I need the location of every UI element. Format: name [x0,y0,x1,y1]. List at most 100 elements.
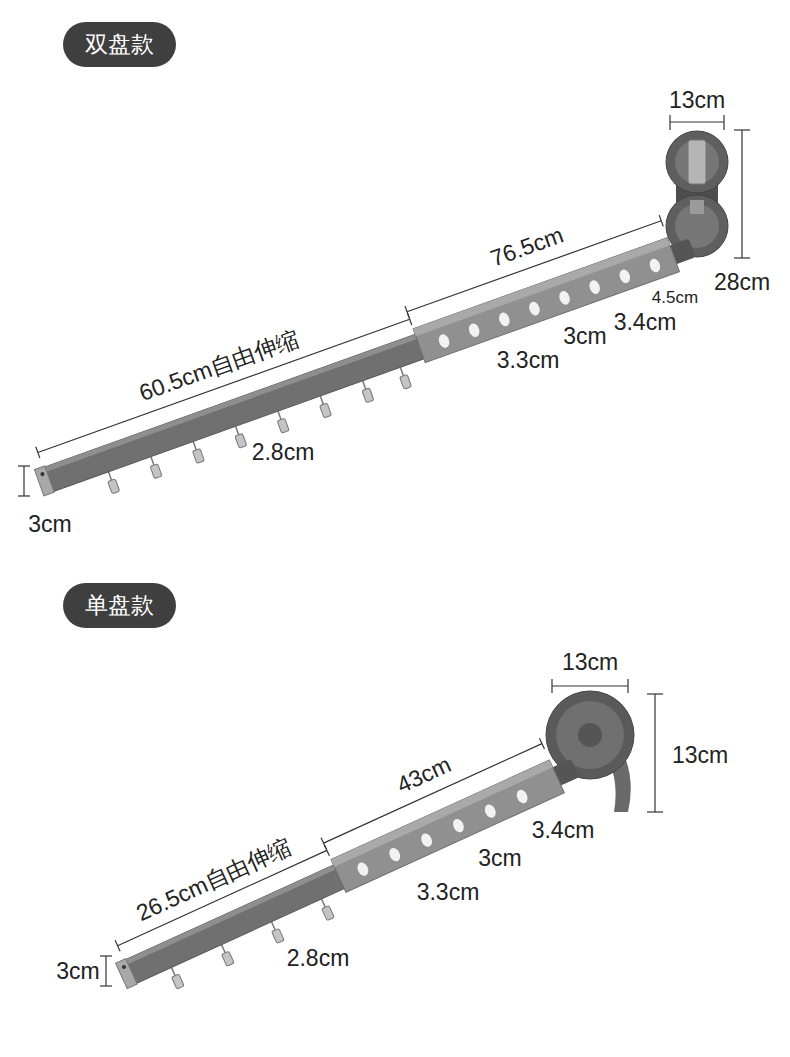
latch-base [690,200,704,214]
dimension-tick [100,985,112,986]
dimension-line [324,744,542,844]
dimension-line [741,130,742,258]
clip-hook [320,396,323,404]
dimension-tick [659,215,663,226]
clip-hook [151,457,154,465]
dimension-label: 3cm [56,960,99,983]
dimension-line [105,956,106,986]
clothes-clip [168,966,184,989]
dimension-tick [321,838,326,849]
dimension-tick [115,940,120,951]
clip-hook [236,426,239,434]
dimension-label: 43cm [394,753,455,797]
dimension-line [23,466,24,496]
drying-arm [104,730,590,1008]
hanger-hole [467,322,481,339]
hanger-hole [648,257,662,274]
dimension-line [654,694,655,812]
hanger-hole [483,803,498,820]
dimension-label: 28cm [714,271,770,294]
dimension-tick [18,465,30,466]
dimension-tick [100,955,112,956]
dimension-label: 13cm [562,651,618,674]
dimension-label: 2.8cm [287,947,350,970]
clip-body [150,464,162,479]
clip-body [171,974,184,989]
suction-cup [666,131,728,193]
dimension-tick [723,115,724,130]
hanger-hole [437,333,451,350]
hanger-hole [387,846,402,863]
hanger-hole [527,300,541,317]
hanger-hole [515,788,530,805]
dimension-label: 4.5cm [652,289,698,306]
dimension-line [407,221,661,312]
dimension-label: 3.3cm [497,349,560,372]
dimension-tick [734,257,750,258]
suction-cup-inner [675,140,719,184]
end-cap [34,466,54,496]
end-cap-dot [121,964,126,969]
clothes-clip [189,440,204,463]
dimension-label: 3.4cm [614,311,677,334]
dimension-line [38,319,410,452]
clothes-clip [105,470,120,493]
clothes-clip [268,920,284,943]
dimension-label: 3cm [563,325,606,348]
clip-hook [221,945,225,953]
clip-hook [322,899,326,907]
dimension-tick [551,679,552,693]
dimension-label: 3cm [478,847,521,870]
clip-hook [271,922,275,930]
clip-hook [278,411,281,419]
clothes-clip [359,379,374,402]
hanger-hole [557,290,571,307]
clothes-clip [274,410,289,433]
variant-badge: 单盘款 [63,583,176,628]
hanger-hole [497,311,511,328]
suction-cup-inner [556,701,624,769]
dimension-label: 13cm [672,744,728,767]
end-cap [116,959,138,989]
dimension-line [552,685,628,686]
dimension-label: 3cm [28,513,71,536]
badge-text: 单盘款 [85,592,154,618]
end-cap-dot [40,472,45,477]
clip-hook [108,472,111,480]
clothes-clip [397,366,412,389]
clip-body [272,928,285,943]
clip-body [322,906,335,921]
hanger-hole [451,817,466,834]
dimension-tick [647,693,663,694]
clothes-clip [218,943,234,966]
clip-hook [400,367,403,375]
clip-body [108,479,120,494]
clip-body [362,388,374,403]
clip-hook [363,381,366,389]
clip-hook [193,441,196,449]
dimension-label: 13cm [669,89,725,112]
clip-body [320,403,332,418]
dimension-tick [18,495,30,496]
dimension-lines [100,679,663,986]
clip-body [192,449,204,464]
clothes-clip [318,897,334,920]
dimension-tick [539,738,544,749]
clothes-clip [317,395,332,418]
hanger-hole [419,832,434,849]
hanger-hole [618,268,632,285]
clip-body [222,951,235,966]
dimension-tick [405,306,409,317]
dimension-tick [627,679,628,693]
dimension-label: 3.4cm [532,819,595,842]
dimension-label: 3.3cm [417,881,480,904]
drying-arm [25,208,705,515]
outer-sleeve [413,238,679,363]
dimension-label: 76.5cm [488,224,567,271]
badge-text: 双盘款 [85,31,154,57]
dimension-line [670,121,724,122]
dimension-tick [669,115,670,130]
hanger-hole [588,279,602,296]
